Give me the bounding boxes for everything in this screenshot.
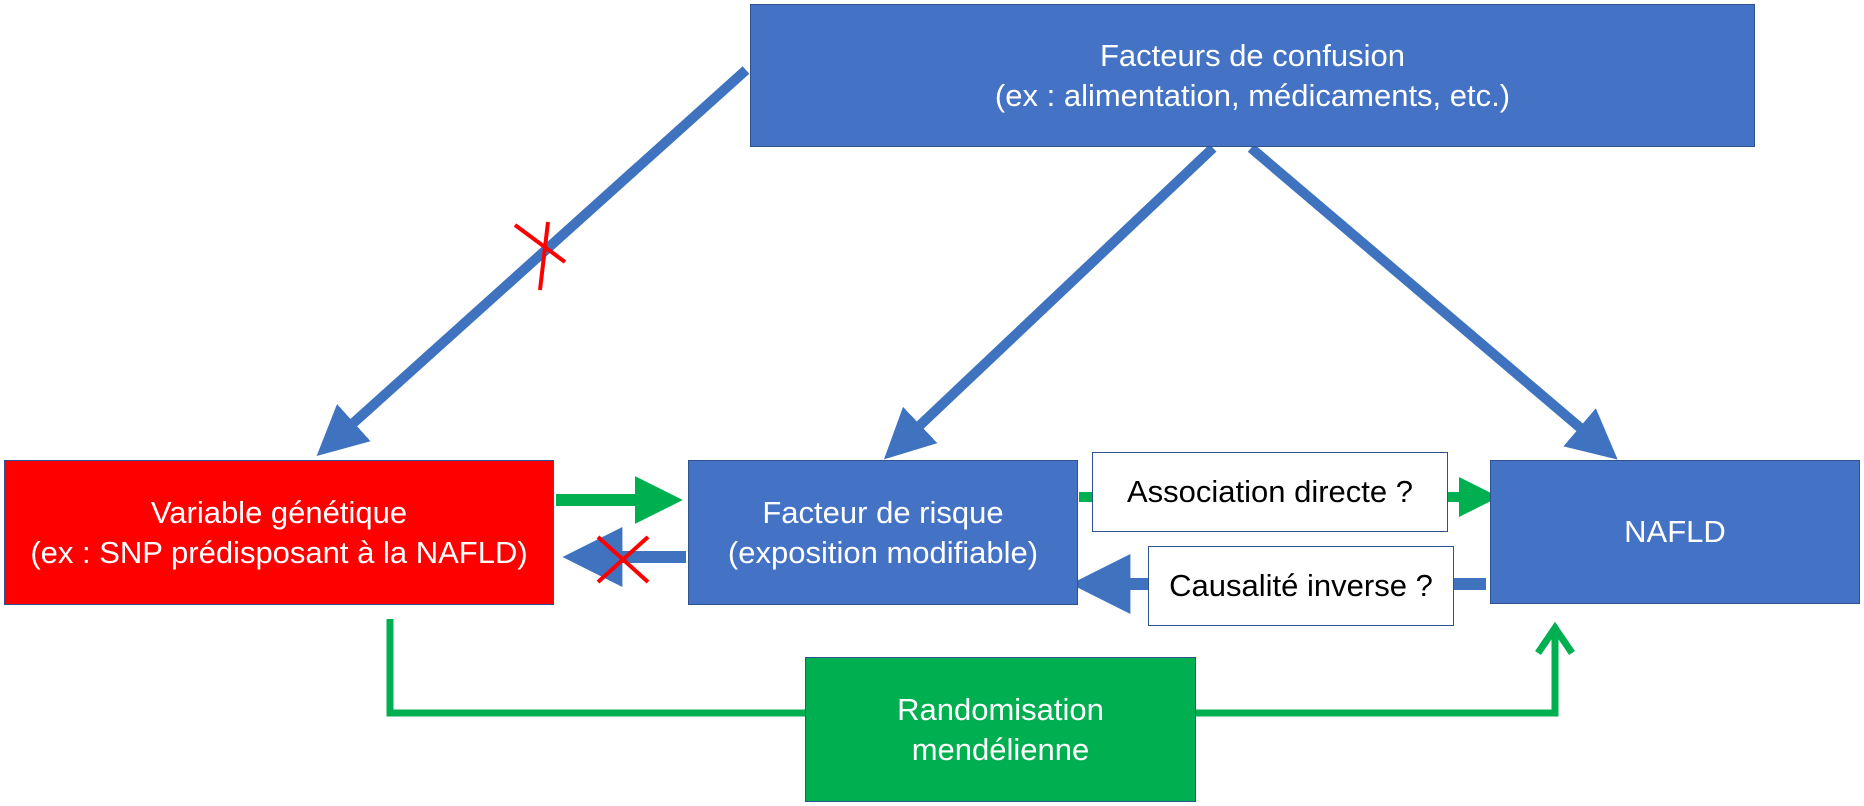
mendelian-randomization-line2: mendélienne [911,731,1090,767]
confounders-examples: (ex : alimentation, médicaments, etc.) [994,77,1511,113]
nafld-label: NAFLD [1624,514,1726,549]
mendelian-randomization-arrowhead [1535,621,1575,655]
confounder-to-risk-factor-arrow [883,144,1217,460]
confounder-to-genetic-arrow [316,66,750,457]
reverse-causality-label-box: Causalité inverse ? [1148,546,1454,626]
confounder-to-nafld-arrow [1247,144,1618,460]
risk-factor-subtitle: (exposition modifiable) [727,534,1039,570]
confounder-to-genetic-blocked-cross-icon [513,221,567,291]
confounders-node: Facteurs de confusion (ex : alimentation… [750,4,1755,147]
genetic-variable-title: Variable génétique [150,494,408,530]
risk-factor-node: Facteur de risque (exposition modifiable… [688,460,1078,605]
direct-association-label-box: Association directe ? [1092,452,1448,532]
genetic-variable-examples: (ex : SNP prédisposant à la NAFLD) [30,534,528,570]
mendelian-randomization-line1: Randomisation [897,691,1104,727]
mendelian-randomization-node: Randomisation mendélienne [805,657,1196,802]
nafld-node: NAFLD [1490,460,1860,604]
genetic-variable-node: Variable génétique (ex : SNP prédisposan… [4,460,554,605]
reverse-causality-label: Causalité inverse ? [1169,568,1433,603]
risk-factor-to-genetic-blocked-cross-icon [596,535,650,584]
risk-factor-title: Facteur de risque [762,494,1004,530]
confounders-title: Facteurs de confusion [1099,37,1405,73]
direct-association-label: Association directe ? [1126,474,1414,509]
